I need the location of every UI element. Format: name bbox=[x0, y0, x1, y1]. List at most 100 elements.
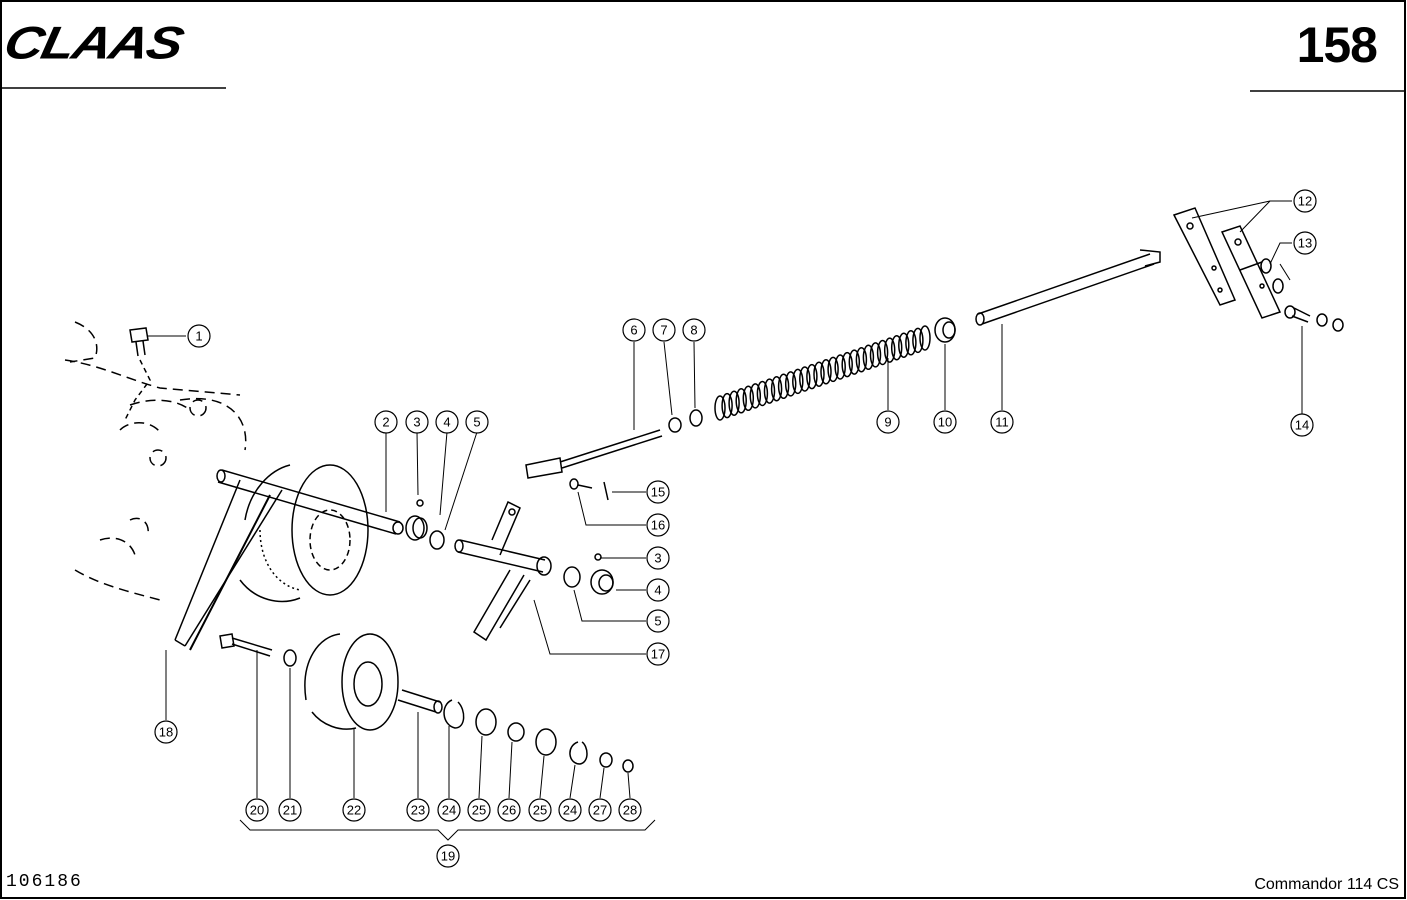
callout-label: 28 bbox=[623, 803, 637, 818]
spring-9 bbox=[714, 325, 931, 421]
callout-label: 24 bbox=[563, 803, 577, 818]
callout-label: 14 bbox=[1295, 418, 1309, 433]
callout-label: 15 bbox=[651, 485, 665, 500]
spacer-26 bbox=[507, 722, 525, 742]
callout-circle bbox=[245, 798, 269, 822]
callout-label: 18 bbox=[159, 725, 173, 740]
callout-circle bbox=[1293, 231, 1317, 255]
spring-coil bbox=[905, 330, 917, 356]
spring-coil bbox=[756, 380, 769, 407]
spring-coil bbox=[855, 346, 868, 373]
washer-21 bbox=[283, 649, 297, 667]
leader-lines bbox=[165, 200, 1303, 799]
callout-label: 11 bbox=[995, 415, 1009, 430]
callout-label: 3 bbox=[654, 551, 661, 566]
spring-coil bbox=[869, 342, 882, 368]
bolt-16 bbox=[569, 478, 593, 490]
spring-coil bbox=[742, 385, 755, 412]
spring-coil bbox=[827, 356, 839, 383]
callout-circle bbox=[436, 844, 460, 868]
callout-circle bbox=[467, 798, 491, 822]
callout-circle bbox=[154, 720, 178, 744]
callout-circle bbox=[646, 609, 670, 633]
spring-coil bbox=[813, 361, 825, 387]
group-bracket-19 bbox=[239, 819, 656, 841]
callout-circle bbox=[1293, 189, 1317, 213]
bushing-27 bbox=[599, 752, 613, 768]
nut-28 bbox=[622, 759, 634, 773]
circlip-24b bbox=[569, 741, 588, 765]
callout-circle bbox=[652, 318, 676, 342]
callout-label: 10 bbox=[938, 415, 952, 430]
callout-circle bbox=[646, 546, 670, 570]
pin-15 bbox=[603, 481, 609, 501]
page-number: 158 bbox=[1296, 17, 1378, 73]
callout-circle bbox=[558, 798, 582, 822]
callout-circle bbox=[646, 480, 670, 504]
callout-circle bbox=[437, 798, 461, 822]
callout-circle bbox=[435, 410, 459, 434]
drawing-number: 106186 bbox=[6, 872, 83, 892]
callout-circle bbox=[682, 318, 706, 342]
callout-circle bbox=[406, 798, 430, 822]
spring-coil bbox=[784, 371, 797, 397]
bearing-group-left bbox=[405, 499, 445, 550]
callout-circle bbox=[1290, 413, 1314, 437]
callout-label: 6 bbox=[630, 323, 637, 338]
washer-13b bbox=[1272, 278, 1284, 294]
collar-10 bbox=[934, 317, 956, 343]
spring-coil bbox=[749, 383, 762, 409]
callout-circle bbox=[528, 798, 552, 822]
callout-label: 23 bbox=[411, 803, 425, 818]
callout-label: 4 bbox=[654, 583, 661, 598]
bearing-25a bbox=[475, 708, 497, 736]
spring-coil bbox=[820, 359, 832, 385]
callout-circle bbox=[646, 578, 670, 602]
spring-coil bbox=[848, 349, 861, 375]
callout-circle bbox=[342, 798, 366, 822]
spring-coil bbox=[799, 366, 811, 392]
spring-coil bbox=[919, 325, 931, 351]
bolt-1 bbox=[129, 327, 149, 357]
callout-circle bbox=[876, 410, 900, 434]
callout-circle bbox=[618, 798, 642, 822]
roller-22 bbox=[304, 633, 399, 731]
callout-label: 1 bbox=[195, 329, 202, 344]
callout-label: 20 bbox=[250, 803, 264, 818]
callout-label: 27 bbox=[593, 803, 607, 818]
callout-label: 25 bbox=[533, 803, 547, 818]
model-name: Commandor 114 CS bbox=[1254, 876, 1399, 893]
callout-circle bbox=[622, 318, 646, 342]
spring-coil bbox=[777, 373, 790, 400]
callout-circle bbox=[497, 798, 521, 822]
machine-frame-outline bbox=[64, 321, 247, 601]
callout-label: 16 bbox=[651, 518, 665, 533]
spring-coil bbox=[898, 332, 910, 358]
spring-coil bbox=[841, 351, 853, 378]
bolt-20 bbox=[219, 633, 273, 657]
spring-coil bbox=[806, 363, 818, 390]
spring-coil bbox=[883, 337, 896, 363]
callout-label: 7 bbox=[660, 323, 667, 338]
callout-label: 5 bbox=[654, 614, 661, 629]
callout-label: 5 bbox=[473, 415, 480, 430]
bolt-14 bbox=[1284, 305, 1344, 332]
callout-label: 3 bbox=[413, 415, 420, 430]
sleeve-23 bbox=[397, 689, 443, 714]
spring-coil bbox=[834, 354, 846, 380]
nut-7 bbox=[668, 417, 682, 433]
spring-coil bbox=[721, 392, 733, 419]
drum-roller bbox=[239, 464, 369, 603]
spring-coil bbox=[770, 375, 783, 402]
callout-circle bbox=[374, 410, 398, 434]
callout-circle bbox=[588, 798, 612, 822]
callout-label: 17 bbox=[651, 647, 665, 662]
spring-coil bbox=[912, 327, 924, 354]
callout-label: 13 bbox=[1298, 236, 1312, 251]
washer-8 bbox=[689, 409, 703, 427]
bearing-25b bbox=[535, 728, 557, 756]
callout-circle bbox=[646, 513, 670, 537]
callout-label: 19 bbox=[441, 849, 455, 864]
